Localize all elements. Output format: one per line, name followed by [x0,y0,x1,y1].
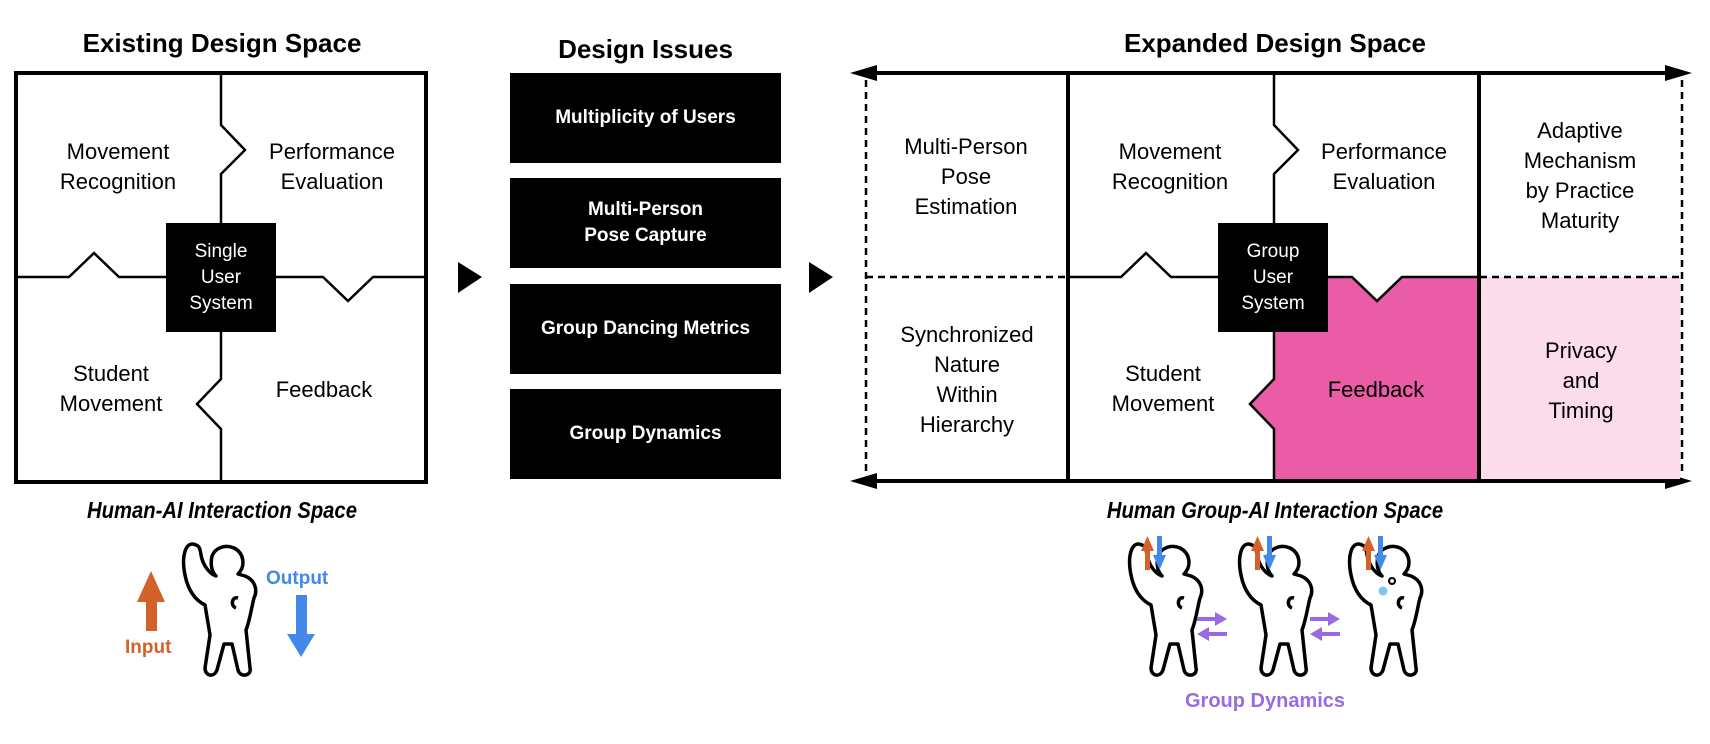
issue-multiplicity-of-users: Multiplicity of Users [510,73,781,163]
arrow-right-icon-1 [458,262,482,293]
expanded-divider-bottom [1248,330,1276,481]
input-label: Input [125,637,172,658]
existing-performance-evaluation: Performance Evaluation [269,139,395,194]
single-user-system-box: Single User System [166,223,276,332]
existing-divider-left [16,251,166,279]
feedback-highlight [1250,277,1478,479]
existing-movement-recognition: Movement Recognition [59,139,177,194]
issue-multi-person-pose-capture: Multi-Person Pose Capture [510,178,781,268]
expanded-multi-person-pose-estimation: Multi-Person Pose Estimation [904,134,1028,219]
existing-student-movement: Student Movement [59,361,163,416]
output-label: Output [266,568,329,589]
expanded-feedback: Feedback [1327,377,1425,402]
design-issues-title: Design Issues [558,34,733,64]
issue-group-dynamics: Group Dynamics [510,389,781,479]
existing-divider-right [276,275,426,303]
expanded-design-space-title: Expanded Design Space [1124,28,1426,58]
expanded-adaptive-mechanism: Adaptive Mechanism by Practice Maturity [1523,118,1637,233]
existing-divider-bottom [195,330,223,482]
issue-group-dancing-metrics: Group Dancing Metrics [510,284,781,374]
group-user-system-box: Group User System [1218,223,1328,332]
expanded-divider-top [1272,73,1300,223]
group-dynamics-label: Group Dynamics [1185,690,1346,712]
existing-feedback: Feedback [275,377,373,402]
arrow-right-icon-2 [809,262,833,293]
expanded-subtitle: Human Group-AI Interaction Space [1106,497,1444,523]
existing-divider-top [219,73,247,223]
expanded-movement-recognition: Movement Recognition [1111,139,1229,194]
privacy-highlight [1480,277,1680,479]
existing-design-space-title: Existing Design Space [82,28,362,58]
expanded-divider-right [1328,275,1479,303]
arrow-right-icon-top [1665,65,1692,81]
arrow-left-icon-bottom [850,473,877,489]
arrow-left-icon-top [850,65,877,81]
expanded-student-movement: Student Movement [1111,361,1215,416]
expanded-privacy-and-timing: Privacy and Timing [1544,338,1618,423]
expanded-divider-left [1068,251,1218,279]
expanded-performance-evaluation: Performance Evaluation [1321,139,1447,194]
existing-subtitle: Human-AI Interaction Space [87,497,357,523]
expanded-synchronized-nature: Synchronized Nature Within Hierarchy [900,322,1034,437]
